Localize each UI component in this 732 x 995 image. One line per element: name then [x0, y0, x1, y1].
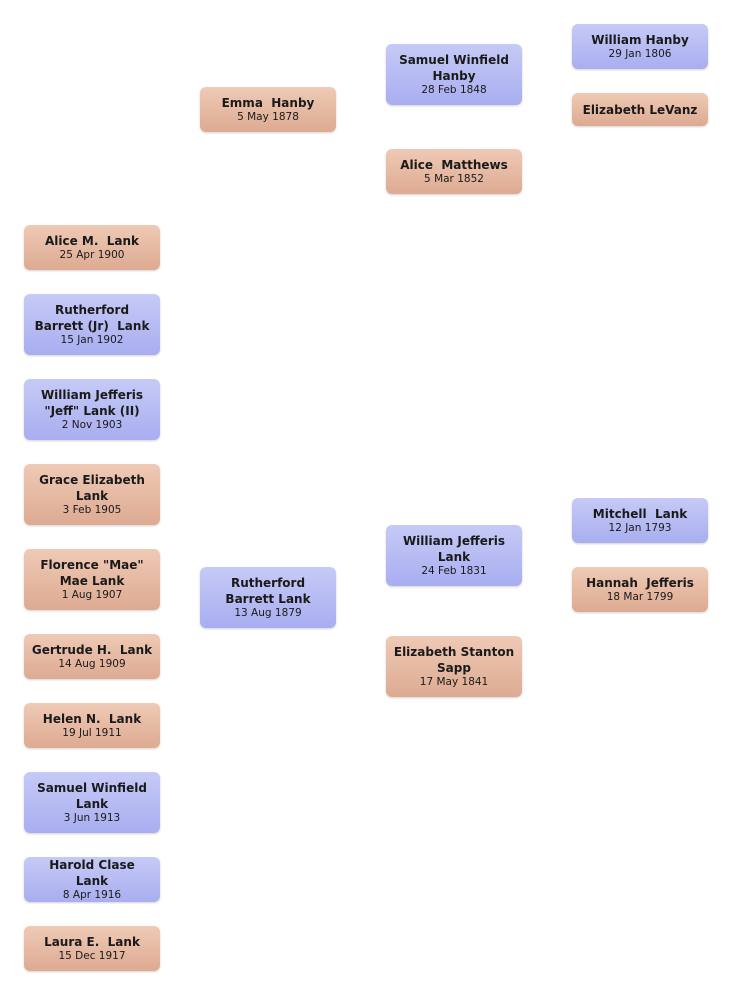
person-date: 5 May 1878 [237, 111, 299, 123]
person-card-rutherford-barrett-lank[interactable]: Rutherford Barrett Lank 13 Aug 1879 [200, 567, 336, 628]
person-date: 25 Apr 1900 [59, 249, 125, 261]
person-name: William Jefferis Lank [402, 534, 510, 564]
person-card-rutherford-barrett-jr-lank[interactable]: Rutherford Barrett (Jr) Lank 15 Jan 1902 [24, 294, 160, 355]
person-card-laura-e-lank[interactable]: Laura E. Lank 15 Dec 1917 [24, 926, 160, 971]
person-date: 17 May 1841 [419, 676, 489, 688]
person-name: Alice Matthews [400, 158, 508, 172]
person-date: 13 Aug 1879 [234, 607, 302, 619]
person-date: 14 Aug 1909 [58, 658, 126, 670]
person-card-william-hanby[interactable]: William Hanby 29 Jan 1806 [572, 24, 708, 69]
person-card-alice-m-lank[interactable]: Alice M. Lank 25 Apr 1900 [24, 225, 160, 270]
person-name: William Hanby [591, 33, 689, 47]
person-name: Samuel Winfield Lank [37, 781, 152, 811]
person-name: Samuel Winfield Hanby [399, 53, 514, 83]
person-date: 12 Jan 1793 [608, 522, 672, 534]
person-card-william-jefferis-lank[interactable]: William Jefferis Lank 24 Feb 1831 [386, 525, 522, 586]
person-date: 1 Aug 1907 [61, 589, 123, 601]
person-name: Hannah Jefferis [586, 576, 694, 590]
person-name: Mitchell Lank [592, 507, 688, 521]
person-card-samuel-winfield-lank[interactable]: Samuel Winfield Lank 3 Jun 1913 [24, 772, 160, 833]
person-date: 28 Feb 1848 [421, 84, 487, 96]
person-name: Laura E. Lank [44, 935, 140, 949]
person-card-elizabeth-stanton-sapp[interactable]: Elizabeth Stanton Sapp 17 May 1841 [386, 636, 522, 697]
person-date: 15 Jan 1902 [60, 334, 124, 346]
person-card-william-jefferis-jeff-lank-ii[interactable]: William Jefferis "Jeff" Lank (II) 2 Nov … [24, 379, 160, 440]
person-date: 19 Jul 1911 [62, 727, 122, 739]
person-card-mitchell-lank[interactable]: Mitchell Lank 12 Jan 1793 [572, 498, 708, 543]
person-card-grace-elizabeth-lank[interactable]: Grace Elizabeth Lank 3 Feb 1905 [24, 464, 160, 525]
person-date: 8 Apr 1916 [62, 889, 122, 901]
person-card-hannah-jefferis[interactable]: Hannah Jefferis 18 Mar 1799 [572, 567, 708, 612]
person-name: Alice M. Lank [44, 234, 140, 248]
person-card-helen-n-lank[interactable]: Helen N. Lank 19 Jul 1911 [24, 703, 160, 748]
person-name: Elizabeth Stanton Sapp [393, 645, 519, 675]
person-name: Harold Clase Lank [49, 858, 144, 888]
person-date: 18 Mar 1799 [606, 591, 674, 603]
person-card-gertrude-h-lank[interactable]: Gertrude H. Lank 14 Aug 1909 [24, 634, 160, 679]
person-date: 3 Jun 1913 [63, 812, 121, 824]
person-name: Emma Hanby [221, 96, 315, 110]
person-card-elizabeth-levanz[interactable]: Elizabeth LeVanz [572, 93, 708, 126]
person-date: 15 Dec 1917 [58, 950, 126, 962]
person-date: 5 Mar 1852 [424, 173, 484, 185]
person-name: Rutherford Barrett Lank [225, 576, 314, 606]
person-card-emma-hanby[interactable]: Emma Hanby 5 May 1878 [200, 87, 336, 132]
person-name: Florence "Mae" Mae Lank [40, 558, 148, 588]
person-name: William Jefferis "Jeff" Lank (II) [40, 388, 148, 418]
person-name: Grace Elizabeth Lank [39, 473, 150, 503]
person-card-alice-matthews[interactable]: Alice Matthews 5 Mar 1852 [386, 149, 522, 194]
person-card-harold-clase-lank[interactable]: Harold Clase Lank 8 Apr 1916 [24, 857, 160, 902]
person-date: 3 Feb 1905 [62, 504, 122, 516]
person-card-florence-mae-lank[interactable]: Florence "Mae" Mae Lank 1 Aug 1907 [24, 549, 160, 610]
person-card-samuel-winfield-hanby[interactable]: Samuel Winfield Hanby 28 Feb 1848 [386, 44, 522, 105]
person-name: Gertrude H. Lank [31, 643, 153, 657]
person-date: 2 Nov 1903 [61, 419, 123, 431]
person-date: 29 Jan 1806 [608, 48, 672, 60]
person-name: Helen N. Lank [42, 712, 142, 726]
person-date: 24 Feb 1831 [421, 565, 487, 577]
person-name: Rutherford Barrett (Jr) Lank [34, 303, 150, 333]
person-name: Elizabeth LeVanz [582, 102, 698, 117]
